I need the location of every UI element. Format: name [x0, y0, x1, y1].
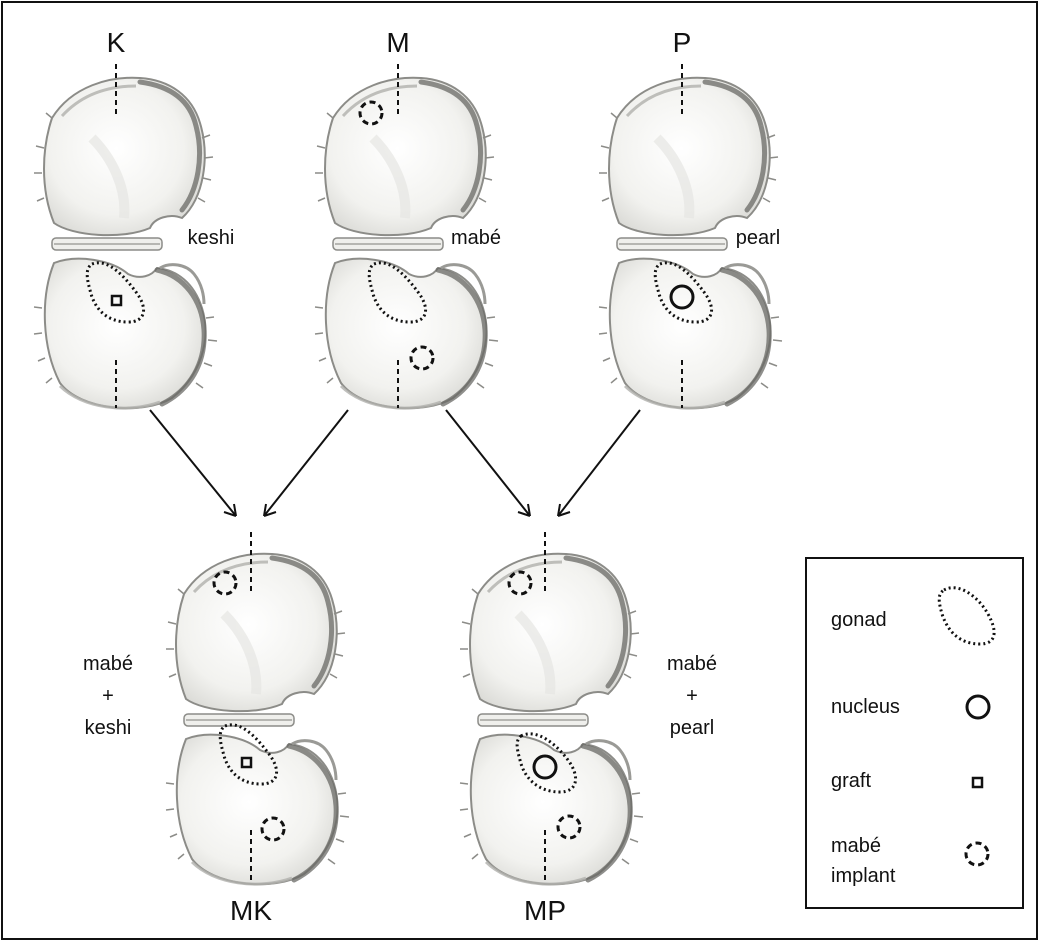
mabe-implant-mk-top	[212, 570, 238, 596]
caption-mk-line2: +	[102, 685, 114, 707]
mabe-implant-mp-top	[507, 570, 533, 596]
nucleus-mp	[532, 754, 558, 780]
arrow-m-to-mk	[263, 409, 349, 517]
label-mp: MP	[524, 895, 566, 926]
caption-mk-line1: mabé	[83, 653, 133, 675]
mabe-implant-m-bottom	[409, 345, 435, 371]
label-k: K	[107, 27, 126, 58]
caption-mabe: mabé	[451, 227, 501, 249]
graft-k	[110, 294, 123, 307]
legend-gonad-symbol	[937, 586, 996, 646]
arrow-k-to-mk	[149, 409, 237, 517]
graft-mk	[240, 756, 253, 769]
caption-pearl: pearl	[736, 227, 780, 249]
arrowhead-m-to-mp	[517, 503, 531, 517]
legend-gonad-label: gonad	[831, 609, 887, 631]
legend-nucleus-symbol	[965, 694, 991, 720]
arrow-p-to-mp	[557, 409, 641, 517]
mabe-implant-mp-bottom	[556, 814, 582, 840]
legend-nucleus-label: nucleus	[831, 696, 900, 718]
caption-keshi: keshi	[188, 227, 235, 249]
arrowhead-p-to-mp	[557, 503, 571, 517]
mabe-implant-mk-bottom	[260, 816, 286, 842]
legend-mabe-label-line2: implant	[831, 865, 896, 887]
arrowhead-k-to-mk	[223, 503, 237, 517]
arrowhead-m-to-mk	[263, 503, 277, 517]
caption-mp-line2: +	[686, 685, 698, 707]
caption-mk-line3: keshi	[85, 717, 132, 739]
label-p: P	[673, 27, 692, 58]
arrow-m-to-mp	[445, 409, 531, 517]
label-m: M	[386, 27, 409, 58]
legend-graft-symbol	[971, 776, 984, 789]
legend-mabe-symbol	[964, 841, 990, 867]
caption-mp-line1: mabé	[667, 653, 717, 675]
caption-mp-line3: pearl	[670, 717, 714, 739]
legend-mabe-label-line1: mabé	[831, 835, 881, 857]
label-mk: MK	[230, 895, 272, 926]
mabe-implant-m-top	[358, 100, 384, 126]
arrows	[149, 409, 641, 517]
legend-graft-label: graft	[831, 770, 871, 792]
legend: gonad nucleus graft mabé implant	[805, 557, 1024, 909]
gonad-mp	[515, 732, 577, 794]
nucleus-p	[669, 284, 695, 310]
